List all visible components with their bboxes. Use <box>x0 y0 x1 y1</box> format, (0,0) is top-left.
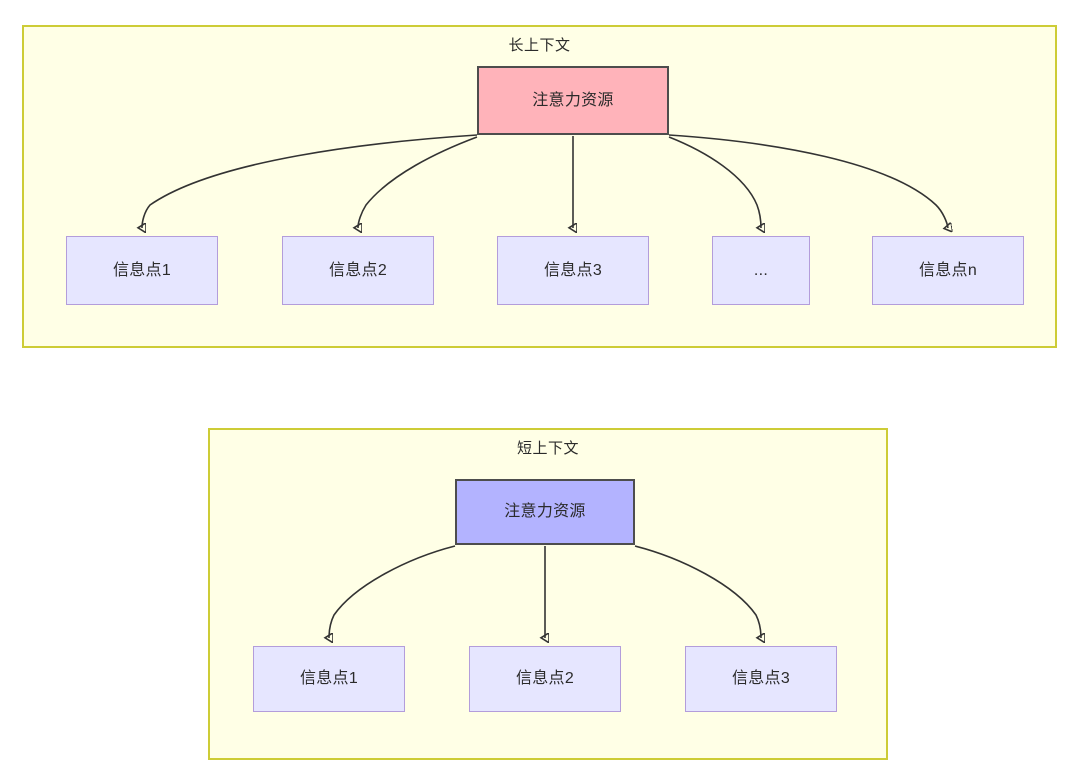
panel-long-context-title: 长上下文 <box>508 37 571 54</box>
node-info-point-2-long[interactable]: 信息点2 <box>282 236 434 305</box>
node-label: 信息点2 <box>515 670 575 688</box>
node-attention-resource-long[interactable]: 注意力资源 <box>477 66 669 135</box>
node-label: 信息点3 <box>731 670 791 688</box>
node-label: 信息点1 <box>299 670 359 688</box>
node-label: 注意力资源 <box>532 91 614 109</box>
node-info-point-3-long[interactable]: 信息点3 <box>497 236 649 305</box>
node-info-point-n-long[interactable]: 信息点n <box>872 236 1024 305</box>
node-info-point-1-short[interactable]: 信息点1 <box>253 646 405 712</box>
node-info-point-1-long[interactable]: 信息点1 <box>66 236 218 305</box>
node-label: 信息点n <box>918 261 978 279</box>
panel-short-context-title: 短上下文 <box>516 440 579 457</box>
node-info-point-3-short[interactable]: 信息点3 <box>685 646 837 712</box>
node-label: 信息点1 <box>112 261 172 279</box>
node-label: 信息点2 <box>328 261 388 279</box>
node-label: 信息点3 <box>543 261 603 279</box>
node-info-point-ellipsis-long[interactable]: ... <box>712 236 810 305</box>
node-label: 注意力资源 <box>504 503 586 521</box>
node-info-point-2-short[interactable]: 信息点2 <box>469 646 621 712</box>
node-label: ... <box>753 261 769 279</box>
node-attention-resource-short[interactable]: 注意力资源 <box>455 479 635 545</box>
